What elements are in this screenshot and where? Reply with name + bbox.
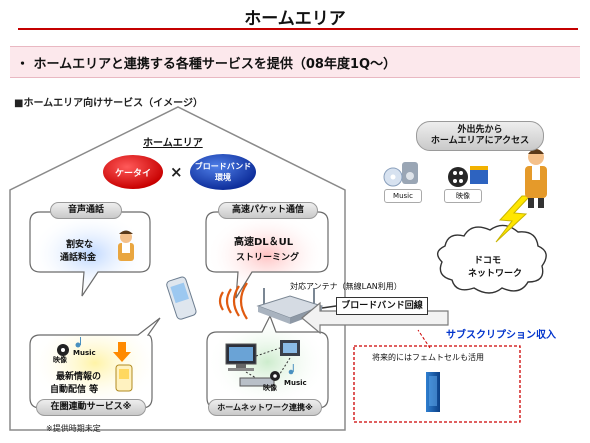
voice-line-2: 通話料金 [60,253,97,263]
broadband-label-2: 環境 [215,173,231,182]
cd-icon [383,167,403,187]
packet-header: 高速パケット通信 [218,202,318,219]
banner [10,46,580,78]
lightning-icon [495,195,532,243]
femtocell-tower-icon [426,372,440,412]
person-icon [118,230,134,261]
broadband-line-label: ブロードバンド回線 [336,297,428,315]
movie-reel-icon-3 [448,167,468,187]
music-note-icon-1 [75,337,81,348]
dvd-player-icon [239,377,275,387]
section-subheading: ■ホームエリア向けサービス（イメージ） [14,98,203,109]
house-label: ホームエリア [143,138,203,149]
docomo-line-1: ドコモ [474,256,502,266]
broadband-ellipse [190,154,256,190]
small-phone-icon [115,364,133,392]
movie-reel-icon-2 [270,371,280,381]
outside-movie-label: 映像 [444,189,482,203]
voice-header: 音声通話 [50,202,122,219]
wireless-signal-icon [218,282,248,320]
footnote: ※提供時期未定 [46,424,101,433]
broadband-arrow [301,301,449,335]
packet-bubble [205,211,329,299]
femtocell-box [353,345,521,423]
home-network-header: ホームネットワーク連携※ [208,399,322,416]
voice-line-1: 割安な [66,240,94,250]
banner-text: ・ ホームエリアと連携する各種サービスを提供（08年度1Q～） [16,57,397,72]
page-title: ホームエリア [244,9,346,29]
computer-icon [225,343,257,371]
voice-bubble [29,211,151,297]
packet-line-1: 高速DL＆UL [234,237,294,248]
music-player-icon [402,162,418,184]
femtocell-link [417,329,431,349]
clapper-icon [470,166,488,184]
antenna-label: 対応アンテナ（無線LAN利用） [290,282,402,291]
phone-icon [166,276,197,320]
outside-music-label: Music [384,189,422,203]
home-music-label: Music [284,379,307,387]
outside-person-icon [525,149,547,208]
tv-icon [280,340,300,356]
packet-line-2: ストリーミング [236,253,300,263]
cross-symbol: × [170,163,183,181]
music-note-icon-2 [288,364,294,375]
download-arrow-icon [113,342,131,362]
keitai-ellipse [103,155,163,189]
outside-line-2: ホームエリアにアクセス [430,136,530,146]
docomo-line-2: ネットワーク [468,269,523,279]
router-cable [321,305,337,309]
femtocell-label: 将来的にはフェムトセルも活用 [372,353,484,362]
home-movie-label: 映像 [263,384,277,392]
docomo-cloud [437,224,547,294]
subscription-label: サブスクリプション収入 [446,330,556,341]
area-service-header: 在圏連動サービス※ [36,399,146,416]
broadband-label-1: ブロードバンド [194,162,252,171]
title-rule [18,28,578,30]
area-music-label: Music [73,349,96,357]
movie-reel-icon-1 [57,344,69,356]
keitai-label: ケータイ [115,169,152,179]
area-line-1: 最新情報の [56,372,102,382]
home-network-bubble [206,314,329,409]
area-movie-label: 映像 [53,356,67,364]
area-line-2: 自動配信 等 [50,385,99,395]
outside-access-pill: 外出先から ホームエリアにアクセス [416,121,544,151]
outside-line-1: 外出先から [457,125,503,135]
